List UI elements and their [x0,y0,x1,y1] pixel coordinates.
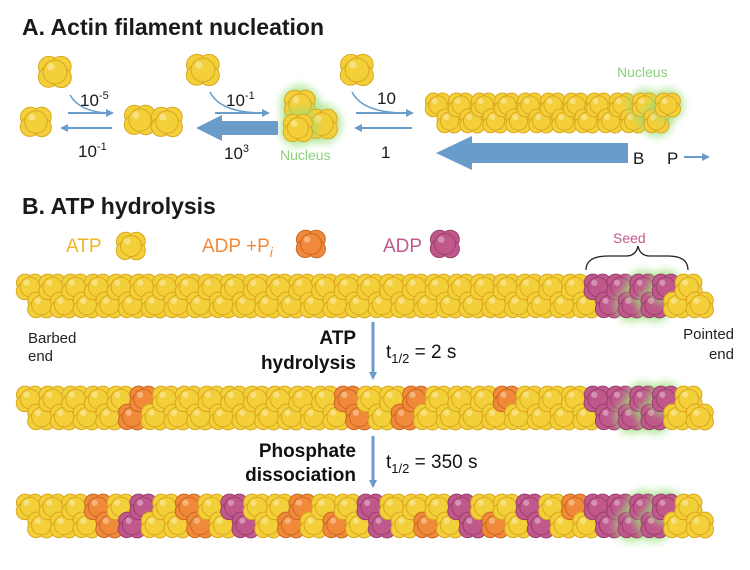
filament-hydrolysis-subunit [481,403,510,431]
section-a-title: A. Actin filament nucleation [22,14,324,40]
filament-hydrolysis-subunit [265,385,294,413]
step2-forward-rate: 10-1 [226,90,255,110]
filament-dissociation-subunit [333,493,362,521]
hydrolysis-label-line1: ATP [319,328,356,349]
step2-reverse-rate: 103 [224,143,249,163]
filament-a-subunit [528,108,555,134]
legend-adp-pi-label: ADP +Pi [202,236,274,260]
filament-hydrolysis-subunit [117,403,147,431]
barbed-end-letter: B [633,149,644,168]
filament-a-subunit [628,88,662,122]
dissociation-label-line2: dissociation [245,465,356,486]
pointed-end-letter: P [667,149,678,168]
step1-forward-rate: 10-5 [80,90,109,110]
filament-initial-subunit [333,273,362,301]
filament-dissociation-subunit [27,511,56,539]
filament-nucleus-label: Nucleus [617,64,668,80]
hydrolysis-label-line2: hydrolysis [261,353,356,374]
filament-initial-subunit [186,291,215,319]
filament-hydrolysis-subunit [560,385,590,413]
filament-initial-subunit [288,273,317,301]
filament-hydrolysis-subunit [322,403,351,431]
hydrolysis-half-life: t1/2 = 2 s [386,342,456,366]
filament-dissociation-subunit [129,493,158,521]
legend-adp-pi-monomer [295,229,326,259]
monomer-layer-a [19,53,685,147]
filament-initial-subunit [685,291,714,319]
monomer-free-1 [37,55,72,89]
filament-initial-subunit [481,291,510,319]
filament-dissociation-subunit [674,493,703,521]
step3-forward-rate: 10 [377,89,396,108]
pointed-end-label-line1: Pointed [683,326,734,343]
pointed-end-label-line2: end [709,346,734,363]
seed-bracket [585,245,689,271]
barbed-end-label-line1: Barbed [28,330,76,347]
step3-reverse-rate: 1 [381,143,390,162]
filament-initial-subunit [163,291,192,319]
filament-a-subunit [551,108,578,134]
step2-reverse-arrow [196,115,278,141]
filament-initial-subunit [95,291,124,319]
filament-initial-subunit [276,291,306,319]
dimer-subunit-2 [150,106,183,138]
monomer-free-2 [19,106,52,138]
filament-hydrolysis-subunit [583,385,612,413]
legend-atp-label: ATP [66,236,102,257]
filament-hydrolysis-subunit [163,403,192,431]
filament-dissociation-subunit [152,493,181,521]
dissociation-half-life: t1/2 = 350 s [386,452,478,476]
legend-adp-monomer [429,229,460,259]
filament-initial-subunit [242,273,272,301]
filament-dissociation-subunit [458,511,487,539]
dimer-subunit-1 [123,104,156,136]
legend-atp-monomer [115,231,146,261]
filament-dissociation-subunit [72,511,101,539]
nucleus-subunit-3 [279,109,317,147]
monomer-free-4 [339,53,374,87]
filament-dissociation-subunit [322,511,351,539]
step1-reverse-rate: 10-1 [78,141,107,161]
filament-dissociation-subunit [538,493,567,521]
filament-a-subunit [640,104,673,138]
filament-initial-subunit [663,291,692,319]
filament-dissociation-subunit [481,511,510,539]
filament-hydrolysis-subunit [447,385,476,413]
monomer-free-3 [185,53,220,87]
filament-a-subunit [651,88,685,122]
filament-dissociation-subunit [685,511,714,539]
filament-layer-b [15,229,714,543]
dissociation-label-line1: Phosphate [259,441,356,462]
filament-dissociation-subunit [117,511,147,539]
barbed-end-label-line2: end [28,348,53,365]
nucleus-label: Nucleus [280,147,331,163]
filament-hydrolysis-subunit [390,403,419,431]
legend-adp-label: ADP [383,236,422,257]
section-b-title: B. ATP hydrolysis [22,193,216,219]
filament-hydrolysis-subunit [526,403,555,431]
elongation-arrow [436,136,628,170]
filament-hydrolysis-subunit [685,403,714,431]
seed-label: Seed [613,230,646,246]
